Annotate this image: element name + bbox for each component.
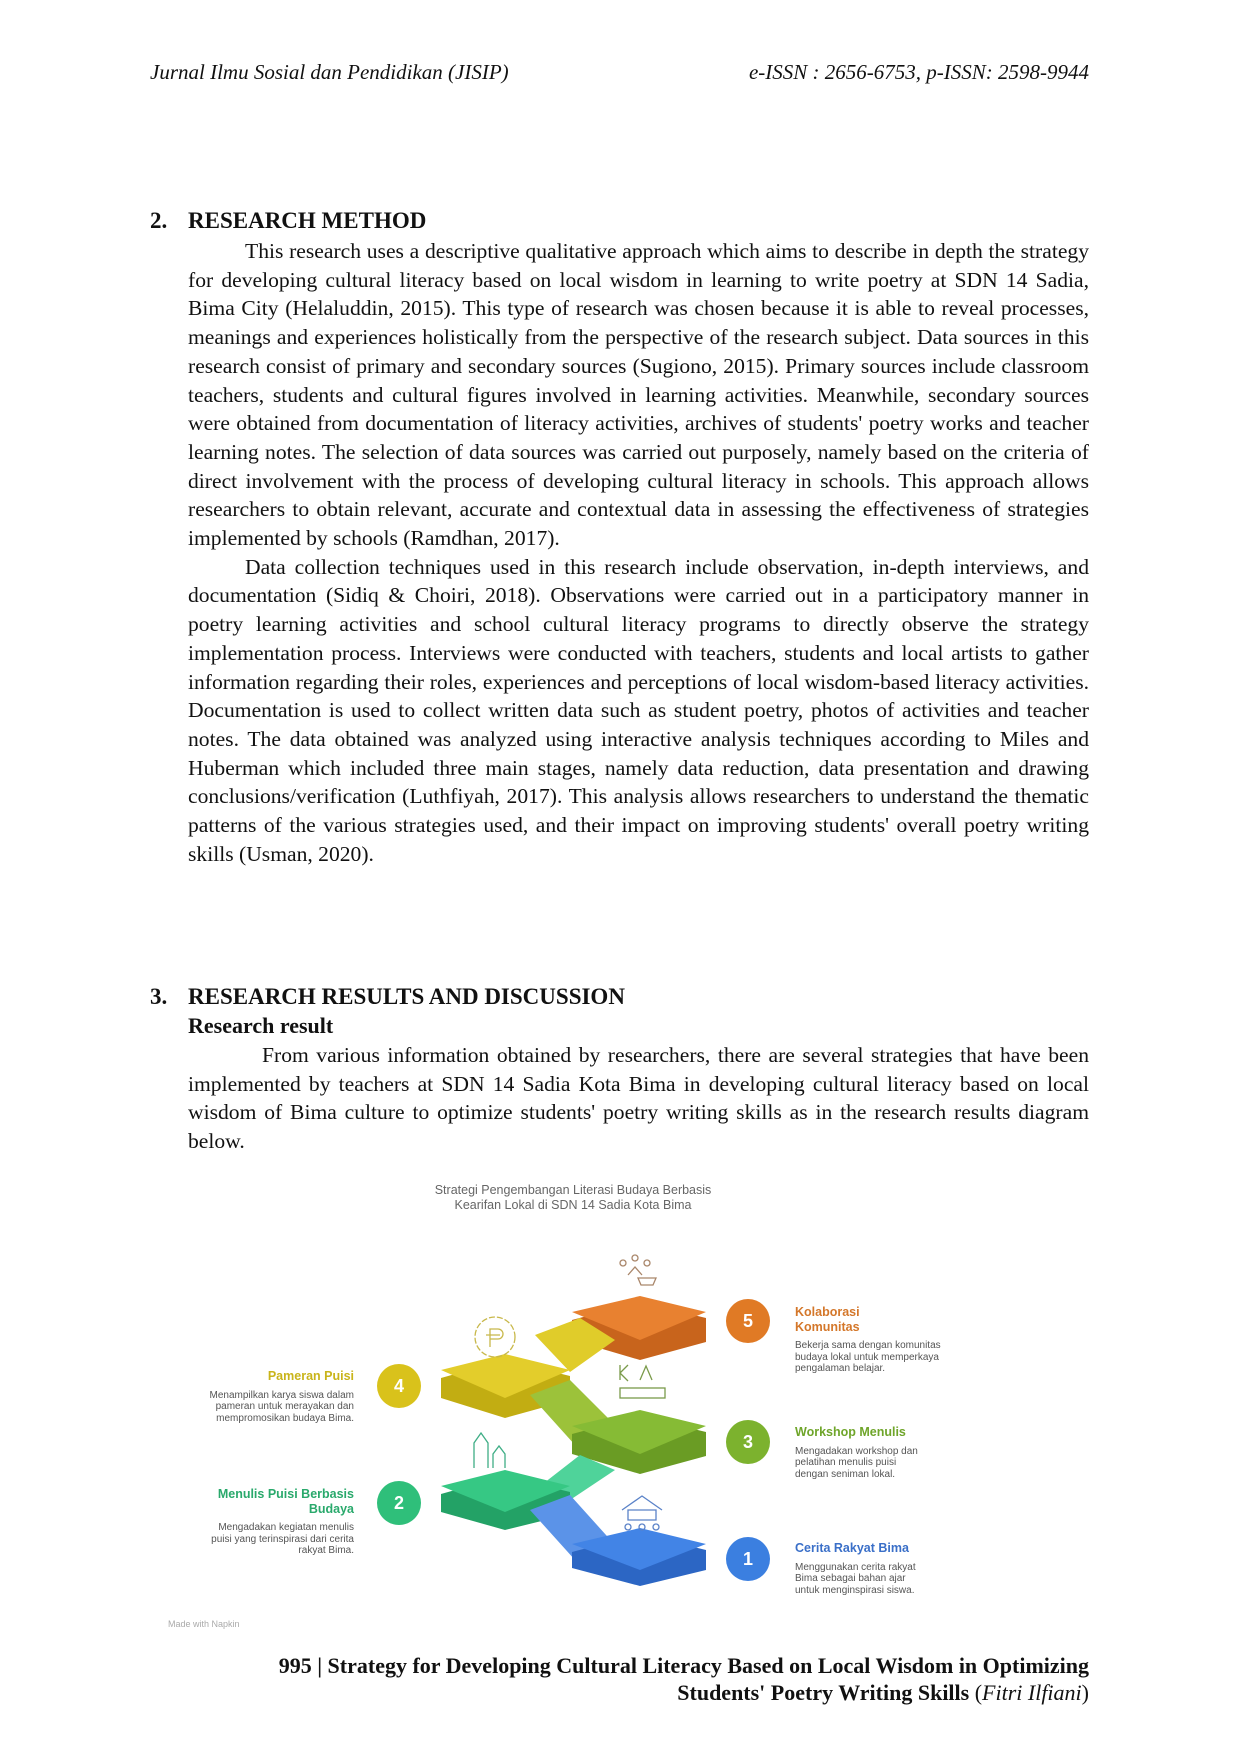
platform-2 <box>441 1470 570 1530</box>
paragraph: This research uses a descriptive qualita… <box>188 239 1089 551</box>
step-3-badge: 3 <box>726 1420 770 1464</box>
platform-3 <box>572 1410 706 1474</box>
step-5-badge: 5 <box>726 1299 770 1343</box>
step-5-label: Kolaborasi Komunitas Bekerja sama dengan… <box>795 1305 945 1375</box>
step-title: Cerita Rakyat Bima <box>795 1541 909 1555</box>
step-3-label: Workshop Menulis Mengadakan workshop dan… <box>795 1425 945 1480</box>
pencils-icon <box>473 1431 506 1468</box>
step-1-badge: 1 <box>726 1537 770 1581</box>
footer-title-end: Students' Poetry Writing Skills <box>677 1680 970 1705</box>
step-description: Mengadakan workshop dan pelatihan menuli… <box>795 1445 918 1480</box>
section-title: RESEARCH METHOD <box>188 208 427 233</box>
step-1-label: Cerita Rakyat Bima Menggunakan cerita ra… <box>795 1541 945 1596</box>
section-number: 2. <box>150 208 168 233</box>
step-title: Pameran Puisi <box>267 1369 354 1383</box>
award-badge-icon <box>474 1316 516 1358</box>
step-4-badge: 4 <box>377 1364 421 1408</box>
stairs-2-3 <box>535 1455 615 1500</box>
stairs-1-2 <box>530 1495 615 1560</box>
step-2-badge: 2 <box>377 1481 421 1525</box>
section-heading-research-method: 2. RESEARCH METHOD <box>150 208 426 234</box>
subsection-heading: Research result <box>188 1013 334 1038</box>
journal-issn: e-ISSN : 2656-6753, p-ISSN: 2598-9944 <box>748 60 1089 84</box>
platform-4 <box>441 1354 570 1418</box>
stairs-4-5 <box>535 1318 615 1372</box>
step-title: Menulis Puisi Berbasis Budaya <box>217 1487 354 1516</box>
napkin-credit: Made with Napkin <box>168 1619 240 1629</box>
footer-line-1: 995 | Strategy for Developing Cultural L… <box>278 1653 1089 1678</box>
step-description: Bekerja sama dengan komunitas budaya lok… <box>795 1340 941 1374</box>
step-2-label: Menulis Puisi Berbasis Budaya Mengadakan… <box>204 1487 354 1557</box>
paragraph: Data collection techniques used in this … <box>188 554 1089 866</box>
footer-line-2: Students' Poetry Writing Skills (Fitri I… <box>677 1680 1089 1705</box>
workshop-icon <box>619 1364 666 1399</box>
stairs-3-4 <box>530 1380 615 1445</box>
section-title: RESEARCH RESULTS AND DISCUSSION <box>188 984 625 1009</box>
results-body: From various information obtained by res… <box>188 1041 1089 1156</box>
section-heading-results: 3. RESEARCH RESULTS AND DISCUSSION <box>150 984 625 1010</box>
community-icon <box>619 1254 657 1286</box>
platform-1 <box>572 1528 706 1586</box>
footer-author: Fitri Ilfiani <box>982 1680 1082 1705</box>
platform-5 <box>572 1296 706 1360</box>
page-footer: 995 | Strategy for Developing Cultural L… <box>279 1652 1089 1706</box>
paragraph: From various information obtained by res… <box>188 1043 1089 1154</box>
step-description: Menampilkan karya siswa dalam pameran un… <box>209 1389 354 1424</box>
step-title: Workshop Menulis <box>795 1425 906 1439</box>
journal-name: Jurnal Ilmu Sosial dan Pendidikan (JISIP… <box>150 60 509 84</box>
diagram-title: Strategi Pengembangan Literasi Budaya Be… <box>434 1183 712 1212</box>
step-title: Kolaborasi Komunitas <box>795 1305 860 1334</box>
research-method-body: This research uses a descriptive qualita… <box>188 237 1089 868</box>
section-number: 3. <box>150 984 168 1009</box>
step-description: Mengadakan kegiatan menulis puisi yang t… <box>211 1522 354 1556</box>
step-description: Menggunakan cerita rakyat Bima sebagai b… <box>795 1561 916 1596</box>
classroom-icon <box>621 1495 663 1531</box>
step-4-label: Pameran Puisi Menampilkan karya siswa da… <box>204 1369 354 1424</box>
